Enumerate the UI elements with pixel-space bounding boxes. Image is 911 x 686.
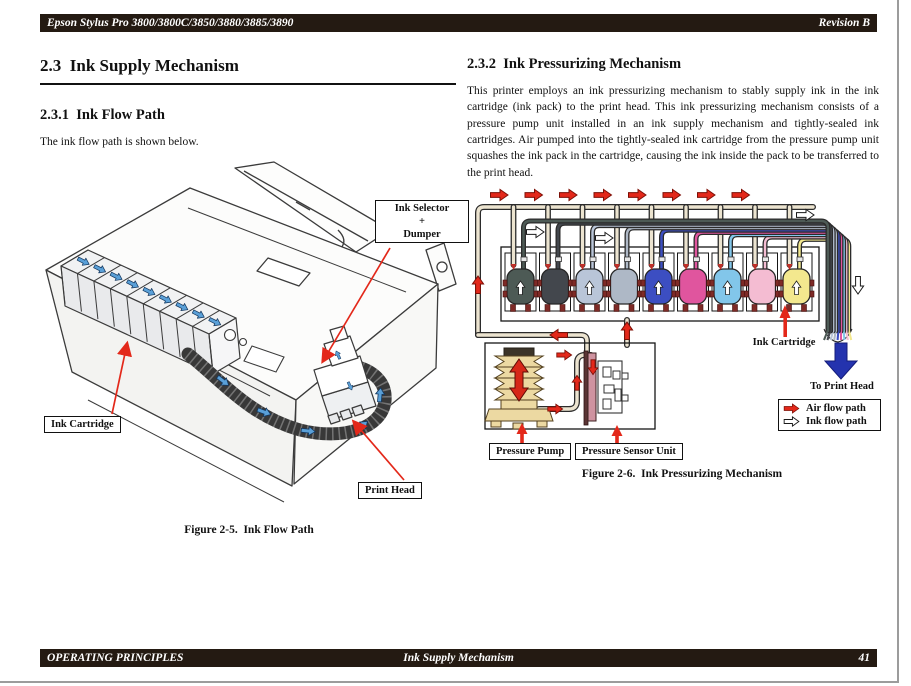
legend-ink-flow: Ink flow path (779, 415, 880, 428)
flow-legend: Air flow path Ink flow path (778, 399, 881, 431)
figure-ink-pressurizing: Ink Cartridge To Print Head Pressure Pum… (467, 185, 897, 487)
callout-ink-cartridge: Ink Cartridge (44, 416, 121, 434)
ink-tube-ribbon (181, 347, 392, 441)
footer-page-number: 41 (858, 652, 871, 664)
header-product-title: Epson Stylus Pro 3800/3800C/3850/3880/38… (47, 17, 294, 29)
callout-print-head: Print Head (358, 482, 422, 500)
figure25-caption: Figure 2-5. Ink Flow Path (184, 524, 314, 536)
footer-chapter: OPERATING PRINCIPLES (47, 652, 184, 664)
label-ink-cartridge: Ink Cartridge (752, 337, 816, 348)
subsection-title-ink-flow-path: 2.3.1 Ink Flow Path (40, 107, 165, 123)
printer-illustration (45, 161, 457, 503)
right-column: 2.3.2 Ink Pressurizing Mechanism This pr… (467, 56, 879, 181)
pressurizing-diagram (471, 188, 865, 443)
figure26-caption: Figure 2-6. Ink Pressurizing Mechanism (581, 468, 783, 480)
pressurizing-body-text: This printer employs an ink pressurizing… (467, 85, 879, 179)
ink-flow-arrows (215, 374, 386, 437)
legend-air-flow: Air flow path (779, 402, 880, 415)
callout-pressure-sensor-unit: Pressure Sensor Unit (575, 443, 683, 461)
label-to-print-head: To Print Head (810, 381, 874, 392)
left-column: 2.3 Ink Supply Mechanism 2.3.1 Ink Flow … (40, 56, 456, 150)
cartridge-insert-arrows (76, 256, 222, 327)
header-bar: Epson Stylus Pro 3800/3800C/3850/3880/38… (40, 14, 877, 32)
footer-bar: Ink Supply Mechanism OPERATING PRINCIPLE… (40, 649, 877, 667)
ink-flow-arrow-icon (783, 416, 800, 427)
footer-section: Ink Supply Mechanism (403, 652, 514, 664)
section-title: 2.3 Ink Supply Mechanism (40, 56, 456, 85)
figure-ink-flow-path: Ink Selector + Dumper Ink Cartridge Prin… (38, 158, 469, 548)
intro-text: The ink flow path is shown below. (40, 136, 199, 148)
air-flow-arrow-icon (783, 403, 800, 414)
callout-ink-selector-dumper: Ink Selector + Dumper (375, 200, 469, 244)
control-panel (223, 328, 285, 373)
header-revision: Revision B (818, 17, 870, 29)
callout-pressure-pump: Pressure Pump (489, 443, 572, 461)
annotation-arrows (111, 247, 405, 481)
subsection-title-ink-pressurizing: 2.3.2 Ink Pressurizing Mechanism (467, 56, 682, 72)
